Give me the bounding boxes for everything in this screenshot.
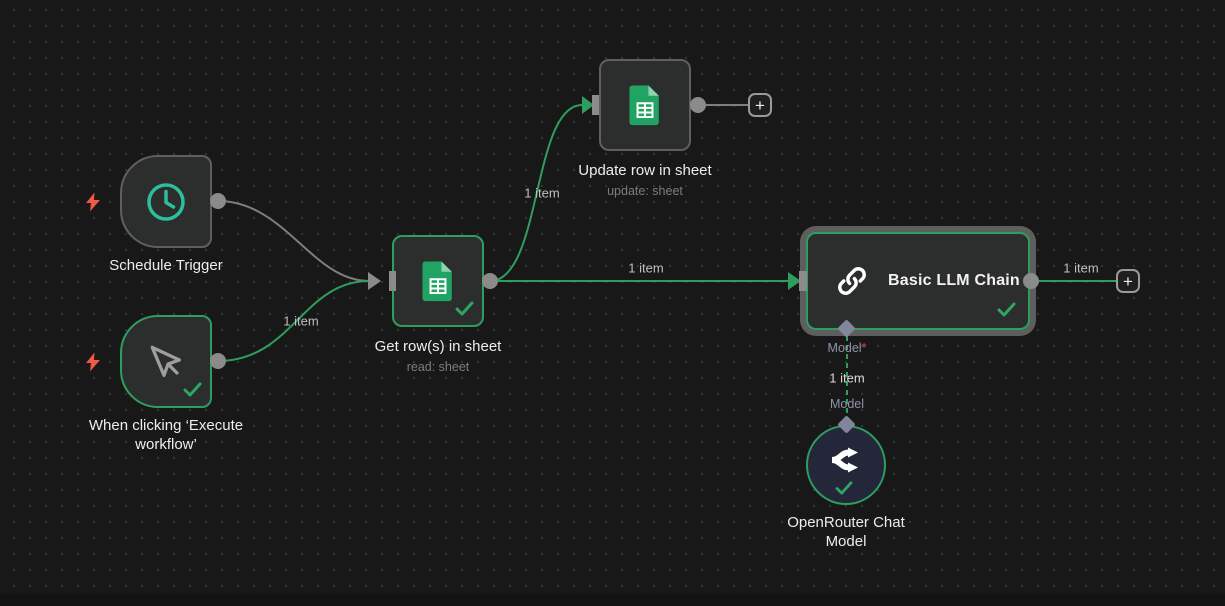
node-subtitle-get-rows: read: sheet [406,360,470,374]
edge-label-items: 1 item [283,313,319,329]
node-basic-llm-chain-selection-ring[interactable]: Basic LLM Chain [800,226,1036,336]
add-node-button-llm[interactable]: + [1116,269,1140,293]
cursor-icon [122,317,210,406]
node-label-execute: When clicking ‘Execute workflow’ [88,417,244,453]
clock-icon [122,157,210,246]
model-required-label: Model* [828,341,867,355]
check-icon [455,301,474,321]
add-node-button-update-row[interactable]: + [748,93,772,117]
edge-label-items: 1 item [829,370,865,386]
openrouter-icon [808,427,884,493]
google-sheets-icon [394,237,482,325]
google-sheets-icon [601,61,689,149]
required-asterisk: * [861,341,867,355]
node-openrouter-chat-model[interactable] [806,425,886,505]
check-icon [997,302,1016,322]
node-get-rows[interactable] [392,235,484,327]
node-schedule-trigger[interactable] [120,155,212,248]
edge-label-items: 1 item [1063,260,1099,276]
node-subtitle-update-row: update: sheet [607,184,683,198]
chain-link-icon [834,263,870,299]
node-label-openrouter: OpenRouter Chat Model [787,514,905,550]
node-title-basic-llm-chain: Basic LLM Chain [888,272,1020,289]
model-label-text: Model [827,341,862,355]
check-icon [183,382,202,402]
lightning-bolt-icon [86,352,100,372]
check-icon [835,481,853,500]
model-endpoint-label: Model [829,397,865,411]
node-basic-llm-chain[interactable]: Basic LLM Chain [806,232,1030,330]
canvas-bottom-edge [0,593,1225,606]
edge-label-items: 1 item [628,260,664,276]
node-update-row[interactable] [599,59,691,151]
node-execute-trigger[interactable] [120,315,212,408]
node-label-update-row: Update row in sheet [578,162,712,179]
node-label-get-rows: Get row(s) in sheet [374,338,502,355]
node-label-schedule: Schedule Trigger [109,257,223,274]
lightning-bolt-icon [86,192,100,212]
edge-label-items: 1 item [524,185,560,201]
